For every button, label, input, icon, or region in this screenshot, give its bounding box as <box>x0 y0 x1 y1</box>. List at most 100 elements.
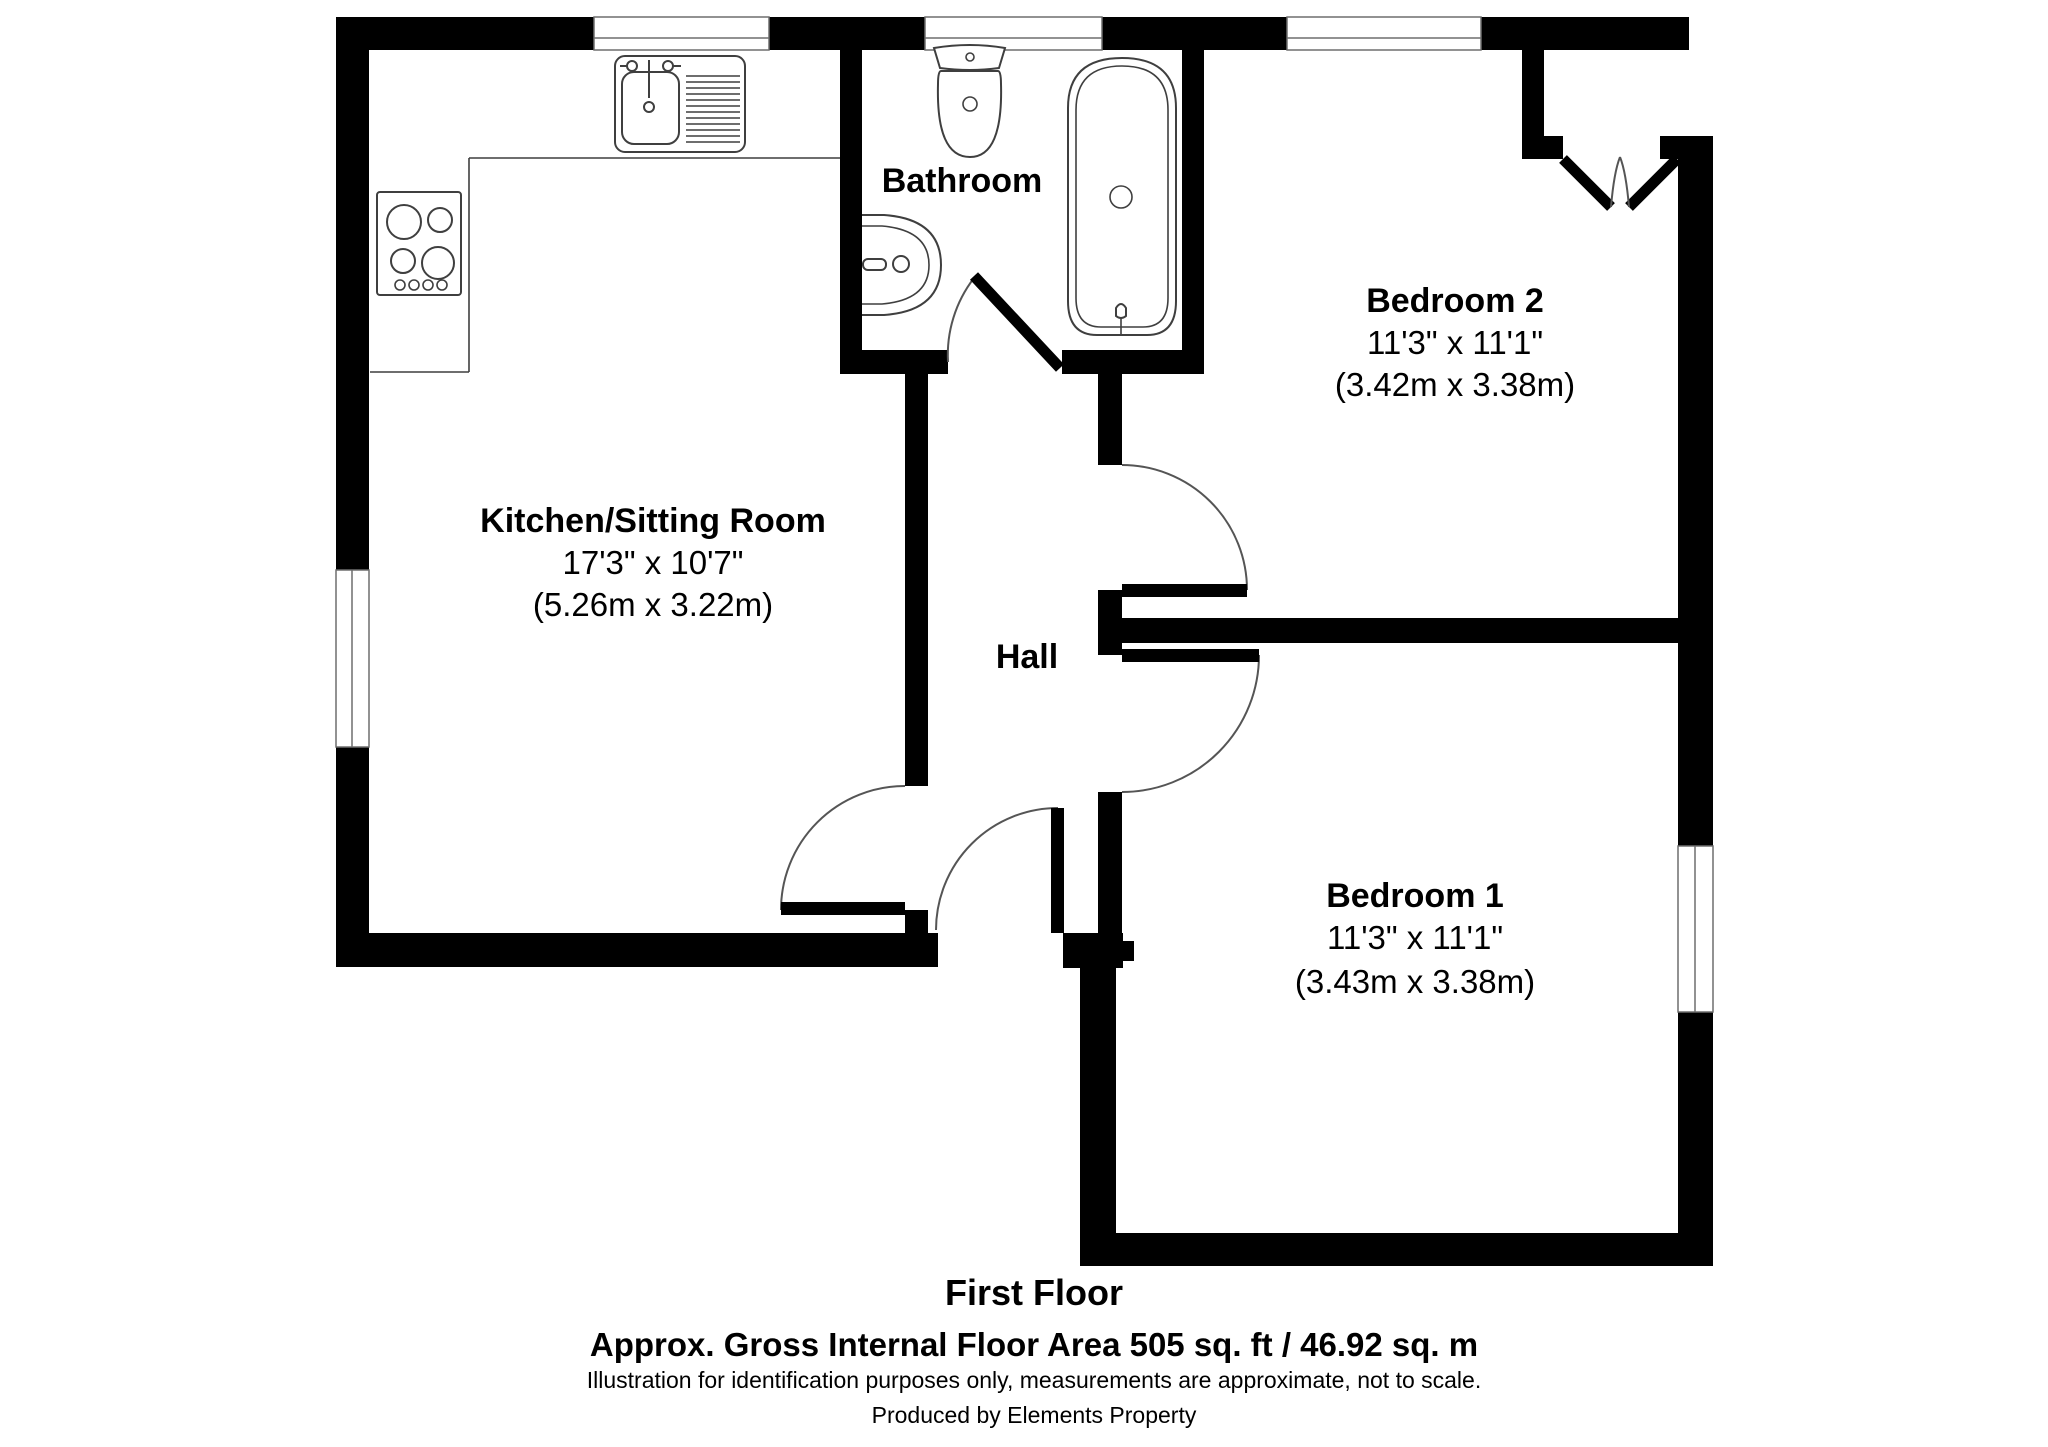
bathroom-label: Bathroom <box>882 162 1043 200</box>
toilet-flush <box>962 96 978 112</box>
hob-knob-1 <box>394 279 406 291</box>
sink-drain <box>643 101 655 113</box>
bathtub-tap <box>1115 303 1127 319</box>
wall-kitchen-bottom <box>336 933 938 967</box>
doors <box>780 155 1681 933</box>
wall-right-upper <box>1678 136 1713 846</box>
hall-label: Hall <box>996 638 1058 676</box>
wall-bedroom1-left <box>1080 933 1116 1233</box>
floor-area: Approx. Gross Internal Floor Area 505 sq… <box>590 1326 1478 1363</box>
basin-tap <box>862 258 887 271</box>
basin-inner <box>862 225 930 305</box>
front-door-arc <box>935 807 1059 931</box>
wall-hall-right-lower <box>1098 792 1122 933</box>
bathroom-basin <box>862 214 943 316</box>
window-bedroom2-top <box>1286 16 1482 51</box>
bedroom1-dims-metric: (3.43m x 3.38m) <box>1295 963 1535 1000</box>
window-bathroom-top <box>924 16 1103 51</box>
bedroom1-door-arc <box>1121 654 1260 793</box>
wall-corner-recess-left-nub <box>1522 136 1563 159</box>
window-bedroom1-right <box>1677 845 1714 1013</box>
wall-bathroom-bedroom2-divider <box>1182 50 1204 374</box>
wall-kitchen-door-stub <box>905 910 928 933</box>
wall-corner-recess-right-nub <box>1660 136 1713 159</box>
bedroom1-dims-imperial: 11'3" x 11'1" <box>1327 919 1503 956</box>
bedroom2-dims-metric: (3.42m x 3.38m) <box>1335 366 1575 403</box>
kitchen-dims-imperial: 17'3" x 10'7" <box>563 544 744 581</box>
floor-title: First Floor <box>945 1272 1123 1313</box>
hob-burner-2 <box>427 207 453 233</box>
front-door <box>935 807 1064 933</box>
window-kitchen-top <box>593 16 770 51</box>
room-labels: Bathroom Kitchen/Sitting Room 17'3" x 10… <box>480 162 1575 1000</box>
corner-door-leaf-left <box>1559 155 1615 211</box>
wall-front-door-nub <box>1122 941 1134 961</box>
sink-tap-right <box>662 60 674 72</box>
credit-text: Produced by Elements Property <box>872 1402 1197 1428</box>
wall-bathroom-bottom-right <box>1062 350 1204 374</box>
toilet-bowl <box>936 70 1003 159</box>
bedroom1-door-leaf <box>1122 649 1259 662</box>
bedroom1-label: Bedroom 1 <box>1326 877 1504 915</box>
kitchen-hob <box>376 191 462 296</box>
kitchen-dims-metric: (5.26m x 3.22m) <box>533 586 773 623</box>
wall-left-lower <box>336 747 369 967</box>
wall-left-upper <box>336 17 369 570</box>
kitchen-label: Kitchen/Sitting Room <box>480 502 826 540</box>
kitchen-fixtures <box>370 55 840 373</box>
windows <box>335 16 1714 1013</box>
bathtub-outline <box>1067 56 1177 336</box>
corner-door-leaf-right <box>1625 155 1681 211</box>
walls <box>336 17 1713 1266</box>
bedroom1-door <box>1121 649 1260 793</box>
kitchen-door <box>780 785 906 915</box>
wall-top-segment-2 <box>769 17 925 50</box>
hob-knob-4 <box>436 279 448 291</box>
hob-burner-3 <box>390 248 416 274</box>
wall-kitchen-hall-divider <box>905 350 928 786</box>
disclaimer-text: Illustration for identification purposes… <box>587 1367 1481 1393</box>
kitchen-door-leaf <box>781 902 905 915</box>
bedroom2-door <box>1121 464 1248 597</box>
front-door-leaf <box>1051 808 1064 933</box>
basin-drain <box>892 255 910 273</box>
bathroom-door-leaf <box>969 272 1065 372</box>
hob-knob-2 <box>408 279 420 291</box>
sink-tap-left <box>626 60 638 72</box>
bedroom2-door-leaf <box>1122 584 1247 597</box>
corner-door-swing-left <box>1610 156 1621 208</box>
corner-door-swing-right <box>1619 156 1630 208</box>
bathroom-fixtures <box>862 44 1177 336</box>
kitchen-door-arc <box>780 785 906 911</box>
wall-corner-recess-left <box>1522 50 1544 136</box>
wall-right-lower <box>1678 1012 1713 1266</box>
window-kitchen-left <box>335 569 370 748</box>
wall-top-segment-3 <box>1102 17 1287 50</box>
sink-drainer-lines <box>686 75 740 143</box>
bedroom2-door-arc <box>1121 464 1248 591</box>
footer: First Floor Approx. Gross Internal Floor… <box>587 1272 1481 1428</box>
hob-outline <box>376 191 462 296</box>
toilet-cistern-button <box>965 52 975 62</box>
hob-burner-4 <box>421 246 455 280</box>
bedroom2-dims-imperial: 11'3" x 11'1" <box>1367 324 1543 361</box>
toilet-cistern <box>932 44 1007 71</box>
wall-bathroom-bottom-left <box>840 350 948 374</box>
kitchen-sink <box>614 55 746 153</box>
bathtub-inner <box>1075 65 1169 328</box>
bathtub <box>1067 56 1177 336</box>
wall-top-segment-4 <box>1481 17 1689 50</box>
wall-kitchen-bathroom-divider <box>840 50 862 355</box>
corner-double-doors <box>1559 155 1681 211</box>
bathtub-drain <box>1109 185 1133 209</box>
kitchen-counter <box>370 157 840 373</box>
wall-bedroom-divider <box>1098 618 1678 643</box>
toilet <box>932 44 1007 159</box>
hob-knob-3 <box>422 279 434 291</box>
bedroom2-label: Bedroom 2 <box>1366 282 1544 320</box>
bathroom-door-arc <box>946 277 975 363</box>
wall-top-segment-1 <box>336 17 594 50</box>
wall-bedroom1-bottom <box>1080 1233 1713 1266</box>
